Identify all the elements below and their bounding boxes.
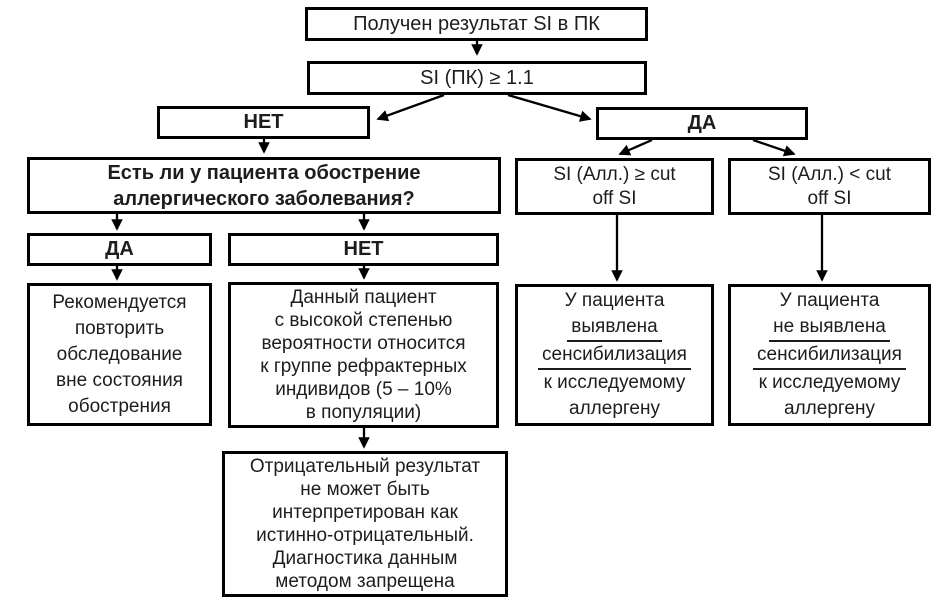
not-found-line-underlined: сенсибилизация (753, 342, 906, 370)
refractory-line: индивидов (5 – 10% (275, 379, 452, 400)
found-line: аллергену (569, 398, 660, 419)
node-repeat-exam: Рекомендуется повторить обследование вне… (27, 283, 212, 426)
negative-line: истинно-отрицательный. (256, 525, 474, 546)
refractory-line: в популяции) (305, 402, 422, 423)
node-negative-result: Отрицательный результат не может быть ин… (222, 451, 508, 597)
question-line: Есть ли у пациента обострение (107, 161, 421, 184)
arrow-yes-to-si-below (752, 138, 796, 157)
node-condition-label: SI (ПК) ≥ 1.1 (420, 66, 534, 89)
refractory-line: к группе рефрактерных (260, 356, 467, 377)
arrow-condition-to-yes (507, 93, 592, 122)
node-condition: SI (ПК) ≥ 1.1 (307, 61, 647, 95)
negative-line: методом запрещена (275, 571, 455, 592)
node-no-branch-label: НЕТ (243, 111, 284, 133)
found-line: к исследуемому (543, 372, 686, 393)
negative-line: интерпретирован как (272, 502, 458, 523)
repeat-line: повторить (74, 317, 165, 339)
not-found-line: У пациента (779, 290, 880, 311)
node-exacerbation-yes-label: ДА (105, 238, 134, 260)
refractory-line: с высокой степенью (274, 310, 453, 331)
node-start: Получен результат SI в ПК (305, 7, 648, 41)
node-start-label: Получен результат SI в ПК (353, 12, 600, 35)
node-si-above-cutoff: SI (Алл.) ≥ cut off SI (515, 158, 714, 215)
node-exacerbation-no: НЕТ (228, 233, 499, 266)
question-line: аллергического заболевания? (113, 187, 415, 210)
arrow-yes-to-si-above (618, 138, 653, 156)
negative-line: Отрицательный результат (249, 456, 481, 477)
refractory-line: вероятности относится (261, 333, 466, 354)
node-yes-branch: ДА (596, 107, 808, 140)
found-line-underlined: сенсибилизация (538, 342, 691, 370)
node-exacerbation-question: Есть ли у пациента обострение аллергичес… (27, 157, 501, 214)
node-sensitization-not-found: У пациента не выявлена сенсибилизация к … (728, 284, 931, 426)
si-above-line: off SI (592, 187, 637, 209)
found-line-underlined: выявлена (567, 314, 662, 342)
not-found-line: к исследуемому (758, 372, 901, 393)
arrow-condition-to-no (376, 93, 445, 122)
negative-line: Диагностика данным (272, 548, 458, 569)
found-line: У пациента (564, 290, 665, 311)
not-found-line: аллергену (784, 398, 875, 419)
repeat-line: обследование (56, 343, 183, 365)
node-refractory-group: Данный пациент с высокой степенью вероят… (228, 282, 499, 428)
repeat-line: Рекомендуется (52, 291, 187, 313)
node-yes-branch-label: ДА (687, 112, 717, 134)
node-exacerbation-no-label: НЕТ (343, 238, 384, 260)
negative-line: не может быть (300, 479, 430, 500)
node-sensitization-found: У пациента выявлена сенсибилизация к исс… (515, 284, 714, 426)
si-above-line: SI (Алл.) ≥ cut (553, 163, 676, 185)
node-exacerbation-yes: ДА (27, 233, 212, 266)
refractory-line: Данный пациент (290, 287, 437, 308)
node-si-below-cutoff: SI (Алл.) < cut off SI (728, 158, 931, 215)
si-below-line: off SI (807, 187, 852, 209)
si-below-line: SI (Алл.) < cut (767, 163, 891, 185)
repeat-line: обострения (68, 395, 171, 417)
not-found-line-underlined: не выявлена (769, 314, 890, 342)
node-no-branch: НЕТ (157, 106, 370, 139)
repeat-line: вне состояния (56, 369, 183, 391)
